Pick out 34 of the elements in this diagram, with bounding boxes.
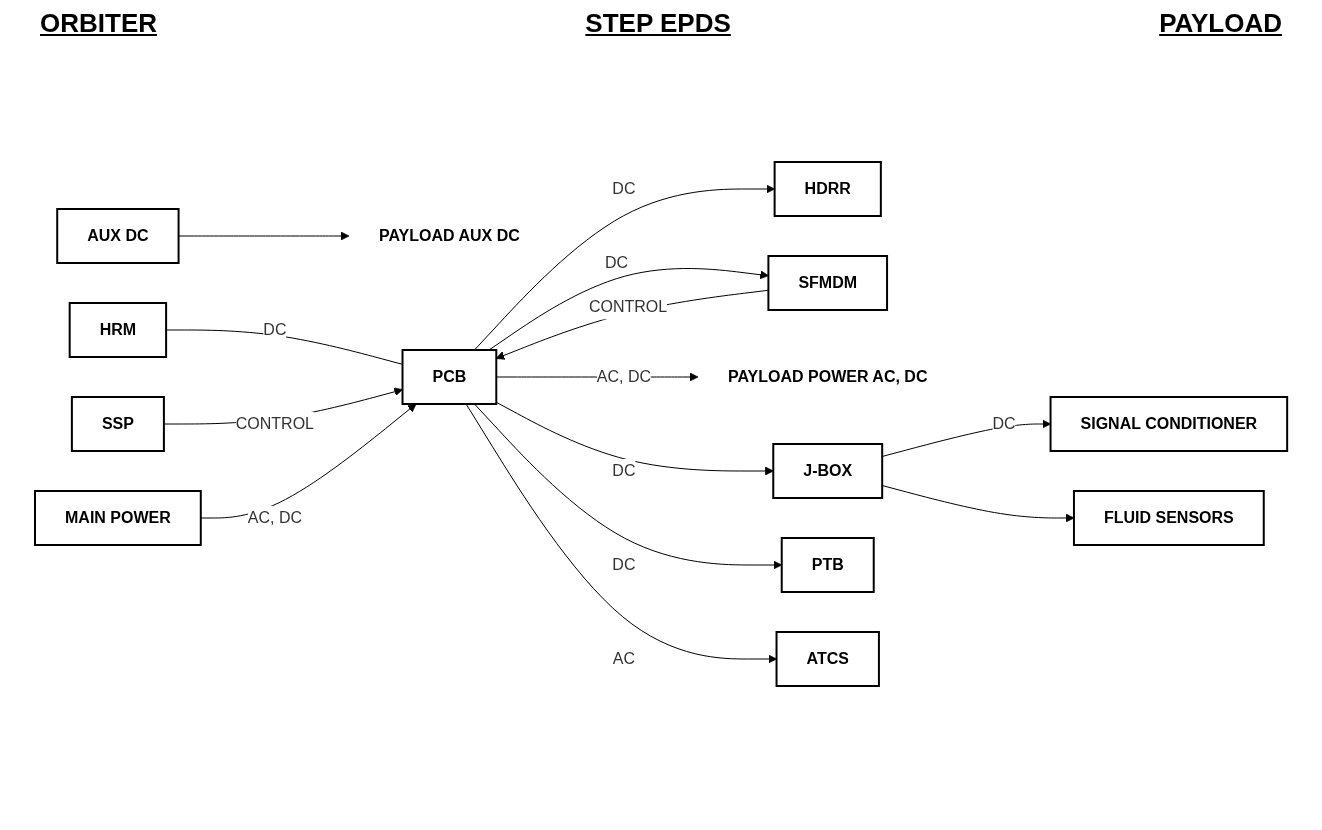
arrow: [473, 184, 775, 351]
zone-heading: PAYLOAD: [1159, 8, 1282, 39]
edge-label: CONTROL: [235, 415, 314, 432]
node-box: FLUID SENSORS: [1072, 490, 1265, 546]
node-box: SIGNAL CONDITIONER: [1049, 396, 1289, 452]
node-text: PAYLOAD POWER AC, DC: [727, 368, 928, 385]
arrow: [488, 268, 769, 351]
node-box: J-BOX: [772, 443, 884, 499]
edge-label: DC: [612, 556, 636, 573]
node-box: MAIN POWER: [33, 490, 202, 546]
node-box: AUX DC: [56, 208, 180, 264]
edge-label: DC: [612, 180, 636, 197]
node-box: HRM: [68, 302, 168, 358]
edge-label: CONTROL: [588, 298, 668, 316]
arrow: [178, 231, 350, 241]
edge-label: AC, DC: [596, 368, 651, 385]
node-box: PTB: [780, 537, 875, 593]
edge-label: DC: [612, 462, 636, 479]
node-box: SSP: [70, 396, 165, 452]
node-box: ATCS: [775, 631, 880, 687]
zone-heading: ORBITER: [40, 8, 157, 39]
arrow: [200, 403, 417, 519]
edge-label: AC: [612, 650, 635, 667]
arrow: [465, 403, 777, 664]
node-box: PCB: [401, 349, 498, 405]
node-box: HDRR: [773, 161, 882, 217]
edge-label: DC: [604, 253, 629, 271]
node-box: SFMDM: [767, 255, 888, 311]
node-text: PAYLOAD AUX DC: [378, 227, 520, 244]
edge-label: DC: [992, 415, 1016, 432]
zone-heading: STEP EPDS: [585, 8, 731, 39]
arrow: [495, 401, 774, 476]
edge-label: DC: [263, 321, 287, 338]
edge-label: AC, DC: [247, 509, 302, 526]
